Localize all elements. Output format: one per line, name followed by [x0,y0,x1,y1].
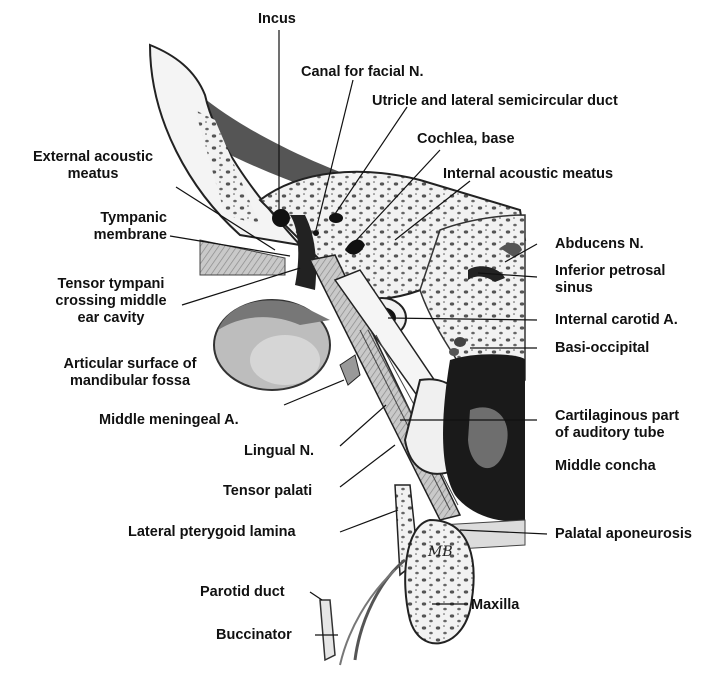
label-utricle: Utricle and lateral semicircular duct [372,93,618,110]
label-cochlea-base: Cochlea, base [417,131,515,148]
label-incus: Incus [258,11,296,28]
label-basi-occipital: Basi-occipital [555,340,649,357]
label-internal-acoustic-meatus: Internal acoustic meatus [443,166,613,183]
label-maxilla: Maxilla [471,597,519,614]
label-palatal-aponeurosis: Palatal aponeurosis [555,526,692,543]
label-buccinator: Buccinator [216,627,292,644]
parotid-duct-shape [320,600,335,660]
incus-cavity [272,209,290,227]
maxilla-shape [405,520,473,643]
label-lateral-pterygoid: Lateral pterygoid lamina [128,524,296,541]
label-abducens: Abducens N. [555,236,644,253]
artist-monogram: MB [427,544,453,560]
label-middle-concha: Middle concha [555,458,656,475]
label-tensor-palati: Tensor palati [223,483,312,500]
label-middle-meningeal: Middle meningeal A. [99,412,239,429]
label-internal-carotid: Internal carotid A. [555,312,678,329]
label-parotid-duct: Parotid duct [200,584,285,601]
label-lingual-n: Lingual N. [244,443,314,460]
label-canal-facial: Canal for facial N. [301,64,423,81]
